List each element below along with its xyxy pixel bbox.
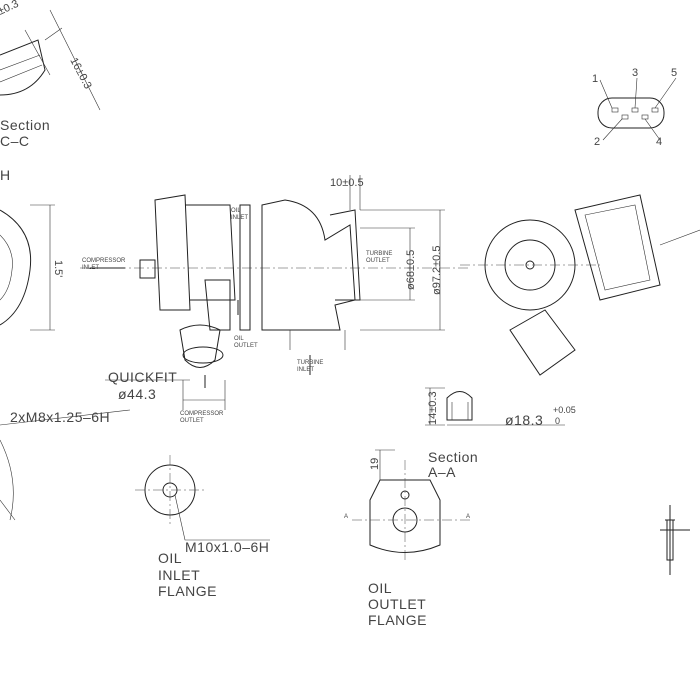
pin-5-label: 5	[671, 67, 677, 79]
compressor-inlet-label: COMPRESSOR	[82, 258, 126, 264]
pin-1-label: 1	[592, 73, 598, 85]
section-cc-dim-side: 16±0.3	[67, 56, 93, 91]
oil-inlet-flange-label-3: FLANGE	[158, 583, 217, 599]
pin-diameter: ø18.3	[505, 412, 543, 428]
oil-inlet-label: OIL	[231, 208, 241, 214]
turbine-outlet-outer-diameter: ø97.2±0.5	[431, 246, 443, 295]
section-aa-name: A–A	[428, 464, 456, 480]
pin-tolerance-upper: +0.05	[553, 405, 576, 415]
syringe-icon	[660, 505, 690, 575]
section-cc-title: Section	[0, 117, 50, 133]
section-aa-title: Section	[428, 449, 478, 465]
turbocharger-end-view	[460, 194, 700, 376]
turbocharger-side-view: 10±0.5 OIL INLET COMPRESSOR INLET TURBIN…	[80, 175, 470, 424]
compressor-outlet-label-2: OUTLET	[180, 418, 204, 424]
turbine-outlet-label-2: OUTLET	[366, 258, 390, 264]
oil-inlet-thread-spec: M10x1.0–6H	[185, 539, 269, 555]
partial-label: H	[0, 167, 11, 183]
pin-2-label: 2	[594, 136, 600, 148]
section-cc-view: ±0.3 16±0.3 Section C–C H	[0, 0, 101, 183]
pin-tolerance-lower: 0	[555, 416, 560, 426]
oil-outlet-label-2: OUTLET	[234, 343, 258, 349]
compressor-inlet-label-2: INLET	[82, 265, 99, 271]
pin-detail: 14±0.3 ø18.3 +0.05 0	[425, 387, 576, 428]
flange-width-dim: 10±0.5	[330, 177, 364, 189]
section-marker-left: A	[344, 514, 348, 520]
turbine-inlet-label: TURBINE	[297, 360, 323, 366]
quickfit-label: QUICKFIT	[108, 369, 177, 385]
compressor-outlet-label: COMPRESSOR	[180, 411, 224, 417]
turbine-outlet-label: TURBINE	[366, 251, 392, 257]
pin-3-label: 3	[632, 67, 638, 79]
oil-outlet-label: OIL	[234, 336, 244, 342]
thread-spec-label: 2xM8x1.25–6H	[10, 409, 110, 425]
quickfit-diameter: ø44.3	[118, 386, 156, 402]
turbine-inlet-label-2: INLET	[297, 367, 314, 373]
left-view: 1.5'	[0, 204, 64, 331]
oil-inlet-flange-label: OIL	[158, 550, 182, 566]
left-view-height-dim: 1.5'	[52, 260, 64, 277]
oil-outlet-flange-view: 19 Section A–A A A OIL OUTLET FLANGE	[344, 449, 478, 628]
section-cc-dim-top: ±0.3	[0, 0, 21, 18]
thread-leader-line	[0, 409, 131, 521]
pin-4-label: 4	[656, 136, 662, 148]
section-cc-name: C–C	[0, 133, 30, 149]
oil-inlet-label-2: INLET	[231, 215, 248, 221]
oil-outlet-flange-label: OIL	[368, 580, 392, 596]
oil-outlet-dim: 19	[369, 458, 381, 470]
oil-outlet-flange-label-2: OUTLET	[368, 596, 426, 612]
connector-pinout: 1 2 3 4 5	[592, 67, 677, 148]
oil-inlet-flange-label-2: INLET	[158, 567, 200, 583]
section-marker-right: A	[466, 514, 470, 520]
oil-inlet-flange-view: M10x1.0–6H OIL INLET FLANGE	[135, 455, 270, 599]
turbine-outlet-inner-diameter: ø68±0.5	[405, 250, 417, 290]
pin-height-dim: 14±0.3	[427, 391, 439, 425]
oil-outlet-flange-label-3: FLANGE	[368, 612, 427, 628]
